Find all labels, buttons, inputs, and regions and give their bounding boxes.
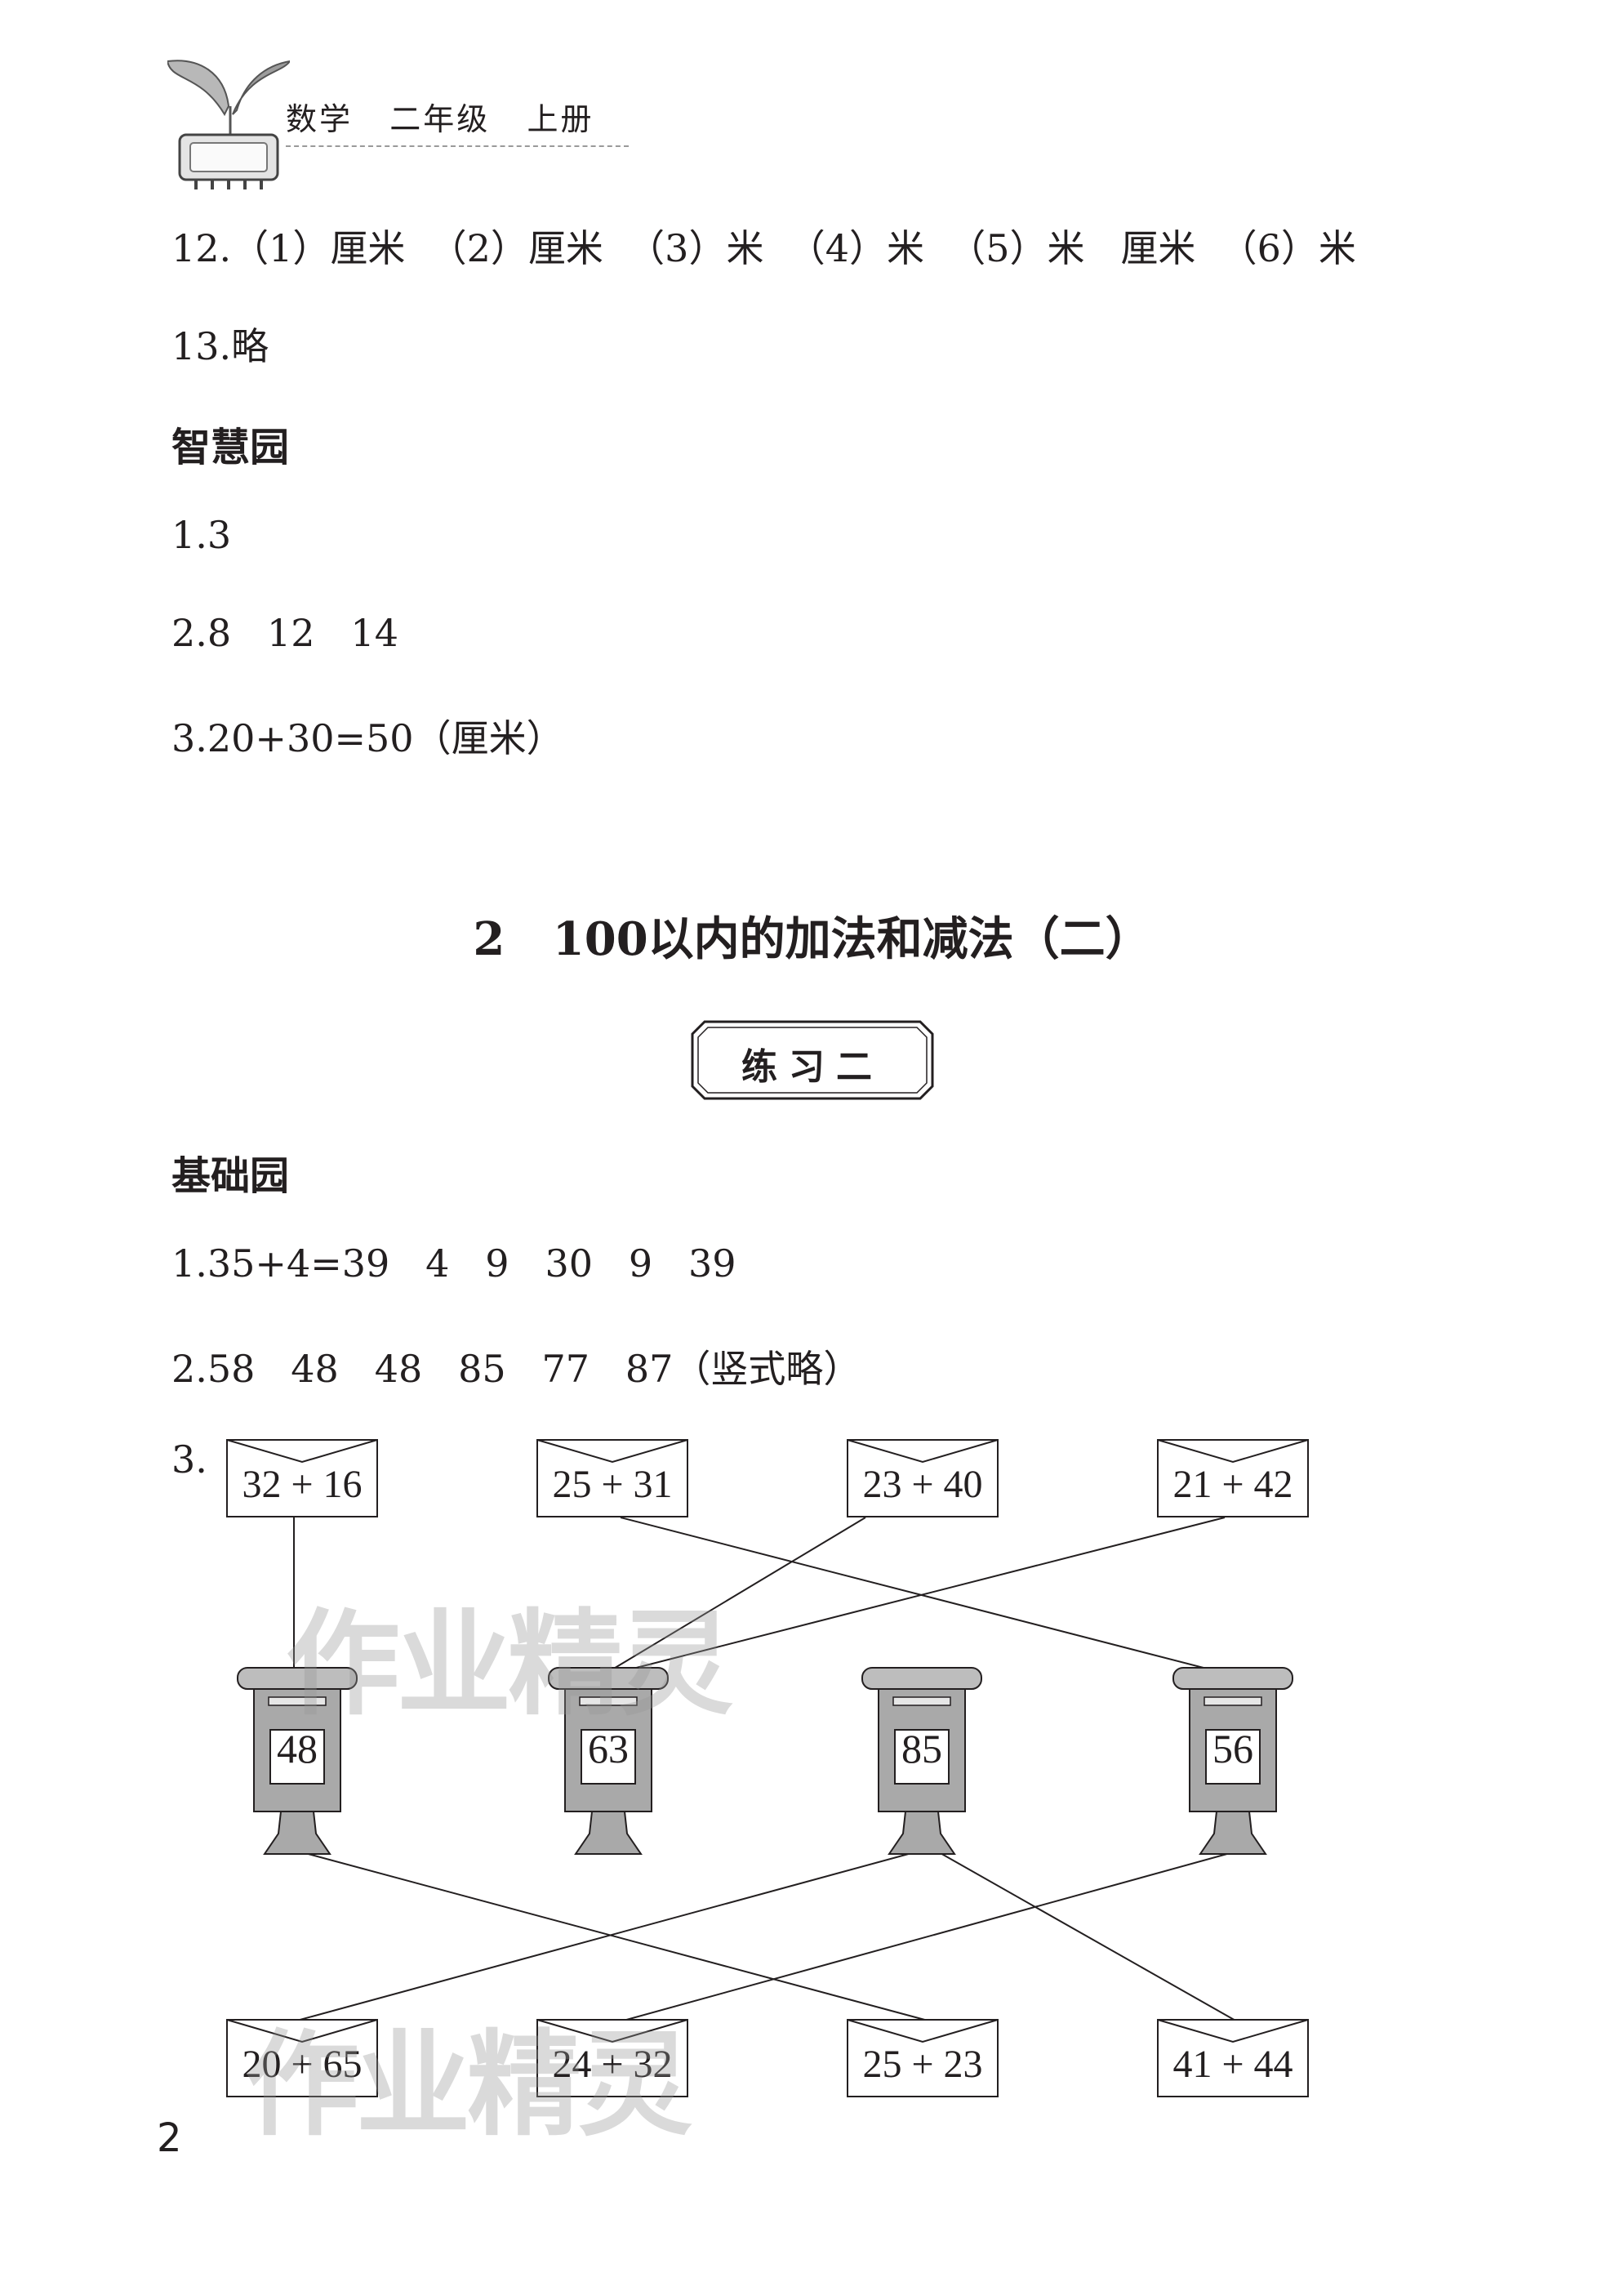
mailbox-1: [237, 1667, 358, 1855]
header-title: 数学 二年级 上册: [286, 101, 594, 137]
connector-line: [293, 1852, 915, 2022]
mailbox-4: [1172, 1667, 1293, 1855]
watermark: 作业精灵: [286, 1598, 733, 1731]
header-logo-icon: [167, 60, 290, 189]
envelope-bottom-4-label: 41 + 44: [1172, 2043, 1293, 2086]
envelope-bottom-2: [536, 2019, 688, 2097]
envelope-top-2-label: 25 + 31: [552, 1463, 673, 1506]
mailbox-2-number: 63: [588, 1726, 629, 1771]
answer-12: 12.（1）厘米 （2）厘米 （3）米 （4）米 （5）米 厘米 （6）米: [171, 226, 1356, 270]
connector-line: [938, 1852, 1238, 2022]
header-divider: [286, 145, 629, 147]
wisdom-answer-3: 3.20+30=50（厘米）: [171, 716, 564, 760]
envelope-bottom-2-label: 24 + 32: [552, 2043, 673, 2086]
watermark: 作业精灵: [245, 2019, 692, 2152]
exercise-label-frame: [691, 1020, 934, 1100]
envelope-top-3: [847, 1439, 999, 1517]
envelope-bottom-3-label: 25 + 23: [862, 2043, 983, 2086]
mailbox-2: [548, 1667, 669, 1855]
wisdom-answer-1: 1.3: [171, 513, 232, 557]
mailbox-3-number: 85: [901, 1726, 942, 1771]
connector-line: [603, 1517, 866, 1675]
envelope-bottom-3: [847, 2019, 999, 2097]
connector-line: [301, 1852, 932, 2022]
envelope-top-2: [536, 1439, 688, 1517]
section-heading-wisdom: 智慧园: [171, 425, 290, 470]
envelope-bottom-4: [1157, 2019, 1309, 2097]
mailbox-1-number: 48: [277, 1726, 318, 1771]
envelope-bottom-1-label: 20 + 65: [242, 2043, 363, 2086]
answer-13: 13.略: [171, 324, 269, 368]
basic-answer-1: 1.35+4=39 4 9 30 9 39: [171, 1241, 736, 1286]
connector-line: [610, 1517, 1226, 1675]
envelope-top-4: [1157, 1439, 1309, 1517]
envelope-top-3-label: 23 + 40: [862, 1463, 983, 1506]
envelope-top-4-label: 21 + 42: [1172, 1463, 1293, 1506]
mailbox-4-number: 56: [1212, 1726, 1253, 1771]
page-number: 2: [157, 2115, 182, 2161]
exercise-label: 练习二: [741, 1046, 883, 1088]
mailbox-3: [861, 1667, 982, 1855]
basic-answer-2: 2.58 48 48 85 77 87（竖式略）: [171, 1347, 861, 1391]
envelope-bottom-1: [226, 2019, 378, 2097]
section-heading-basic: 基础园: [171, 1153, 290, 1199]
connector-line: [620, 1517, 1230, 1675]
wisdom-answer-2: 2.8 12 14: [171, 611, 398, 655]
connector-line: [620, 1852, 1234, 2022]
envelope-top-1-label: 32 + 16: [242, 1463, 363, 1506]
envelope-top-1: [226, 1439, 378, 1517]
chapter-title: 2 100以内的加法和减法（二）: [473, 912, 1151, 966]
basic-answer-3: 3.: [171, 1437, 207, 1482]
